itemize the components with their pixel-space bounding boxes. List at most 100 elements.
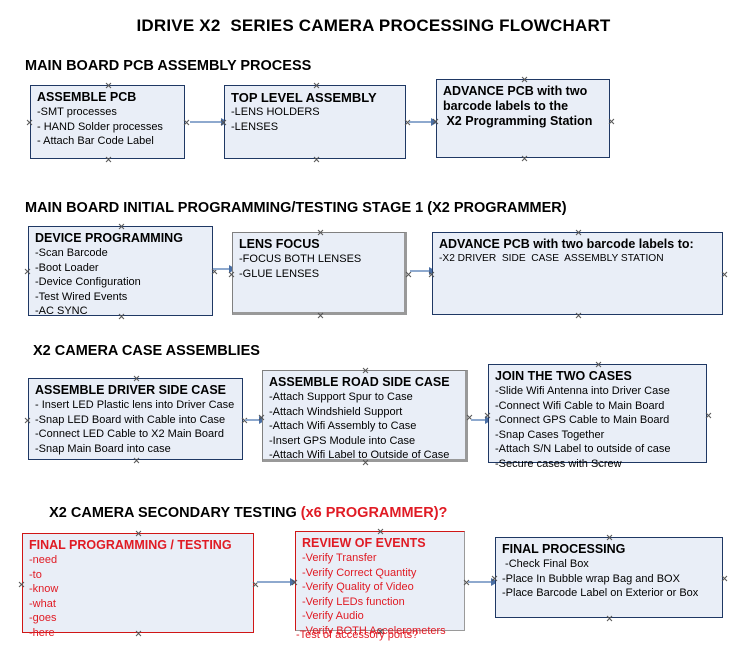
box-line: - Attach Bar Code Label — [37, 135, 154, 147]
box-line: -Snap Cases Together — [495, 428, 605, 441]
connection-handle-top[interactable] — [118, 223, 125, 230]
connection-handle-right[interactable] — [721, 271, 728, 278]
box-device-programming[interactable]: DEVICE PROGRAMMING -Scan Barcode -Boot L… — [28, 223, 213, 317]
box-line: -Test Wired Events — [35, 290, 128, 303]
connection-handle-left[interactable] — [24, 268, 31, 275]
box-advance-pcb-x2-programming-station[interactable]: ADVANCE PCB with two barcode labels to t… — [436, 79, 610, 158]
box-title: TOP LEVEL ASSEMBLY — [231, 90, 377, 105]
box-assemble-pcb[interactable]: ASSEMBLE PCB -SMT processes - HAND Solde… — [30, 85, 185, 159]
connection-handle-bottom[interactable] — [606, 615, 613, 622]
box-line: -to — [29, 568, 42, 581]
connection-handle-bottom[interactable] — [521, 155, 528, 162]
box-line: -Connect LED Cable to X2 Main Board — [35, 428, 224, 440]
section-heading-main-board-initial-programming: MAIN BOARD INITIAL PROGRAMMING/TESTING S… — [25, 200, 567, 216]
connection-handle-top[interactable] — [313, 82, 320, 89]
connection-handle-left[interactable] — [24, 417, 31, 424]
connection-handle-top[interactable] — [595, 361, 602, 368]
connection-handle-top[interactable] — [606, 534, 613, 541]
box-line: -need — [29, 554, 58, 566]
connection-handle-bottom[interactable] — [105, 156, 112, 163]
box-line: -Device Configuration — [35, 276, 141, 288]
box-line: -goes — [29, 612, 57, 624]
box-line: -FOCUS BOTH LENSES — [239, 253, 362, 265]
box-line: -here — [29, 626, 55, 639]
box-title: ADVANCE PCB with two barcode labels to: — [439, 237, 694, 251]
box-line: -Verify Transfer — [302, 552, 377, 564]
connection-handle-left[interactable] — [26, 119, 33, 126]
box-line: -Verify Correct Quantity — [302, 566, 417, 579]
section-heading-text: X2 CAMERA SECONDARY TESTING — [49, 505, 301, 521]
connection-handle-right[interactable] — [721, 575, 728, 582]
connection-handle-bottom[interactable] — [313, 156, 320, 163]
connection-handle-right[interactable] — [405, 271, 412, 278]
box-title: ASSEMBLE ROAD SIDE CASE — [269, 375, 450, 389]
box-title: DEVICE PROGRAMMING — [35, 231, 183, 245]
box-line: -Check Final Box — [502, 558, 589, 570]
box-title: ASSEMBLE DRIVER SIDE CASE — [35, 383, 227, 397]
box-line: barcode labels to the — [443, 99, 569, 113]
box-title: JOIN THE TWO CASES — [495, 369, 632, 383]
box-final-programming-testing[interactable]: FINAL PROGRAMMING / TESTING -need -to -k… — [22, 533, 254, 639]
section-heading-x2-camera-case-assemblies: X2 CAMERA CASE ASSEMBLIES — [33, 343, 260, 359]
connection-handle-top[interactable] — [575, 229, 582, 236]
connection-handle-top[interactable] — [105, 82, 112, 89]
box-title: ADVANCE PCB with two — [443, 84, 588, 98]
box-lens-focus[interactable]: LENS FOCUS -FOCUS BOTH LENSES -GLUE LENS… — [232, 232, 407, 315]
box-line: -Attach Wifi Assembly to Case — [269, 420, 417, 432]
box-line: -Slide Wifi Antenna into Driver Case — [495, 385, 670, 397]
box-final-processing[interactable]: FINAL PROCESSING -Check Final Box -Place… — [495, 537, 723, 618]
connection-handle-left[interactable] — [18, 581, 25, 588]
box-line: -Scan Barcode — [35, 247, 108, 259]
connection-handle-top[interactable] — [133, 375, 140, 382]
box-assemble-driver-side-case[interactable]: ASSEMBLE DRIVER SIDE CASE - Insert LED P… — [28, 378, 243, 460]
box-title: LENS FOCUS — [239, 237, 320, 251]
connection-handle-right[interactable] — [183, 119, 190, 126]
box-advance-pcb-driver-side-case[interactable]: ADVANCE PCB with two barcode labels to: … — [432, 232, 723, 315]
box-line: -Verify Quality of Video — [302, 581, 414, 593]
box-line: -Verify Audio — [302, 610, 364, 622]
connector-top-level-assembly-to-advance-pcb — [409, 118, 438, 126]
box-join-the-two-cases[interactable]: JOIN THE TWO CASES -Slide Wifi Antenna i… — [488, 361, 707, 470]
arrowhead-icon — [491, 578, 498, 586]
box-title: FINAL PROCESSING — [502, 542, 626, 556]
box-top-level-assembly[interactable]: TOP LEVEL ASSEMBLY -LENS HOLDERS -LENSES — [224, 85, 406, 159]
box-line: -Insert GPS Module into Case — [269, 434, 416, 447]
review-of-events-overflow-line: -Test of accessory ports? — [296, 629, 419, 641]
section-heading-main-board-pcb-assembly: MAIN BOARD PCB ASSEMBLY PROCESS — [25, 58, 312, 74]
connector-assemble-pcb-to-top-level-assembly — [190, 118, 228, 126]
box-line: X2 Programming Station — [443, 114, 593, 128]
box-line: -Place Barcode Label on Exterior or Box — [502, 587, 699, 599]
box-line: - HAND Solder processes — [37, 120, 163, 133]
box-line: -LENSES — [231, 120, 279, 133]
connection-handle-top[interactable] — [317, 229, 324, 236]
box-review-of-events[interactable]: REVIEW OF EVENTS -Verify Transfer -Verif… — [295, 531, 465, 637]
box-title: ASSEMBLE PCB — [37, 90, 137, 104]
box-line: -Connect Wifi Cable to Main Board — [495, 399, 665, 412]
box-title: FINAL PROGRAMMING / TESTING — [29, 538, 232, 552]
box-line: -Attach S/N Label to outside of case — [495, 443, 671, 455]
connection-handle-bottom[interactable] — [317, 312, 324, 319]
box-line: -GLUE LENSES — [239, 267, 320, 280]
connection-handle-right[interactable] — [705, 412, 712, 419]
box-line: -Snap LED Board with Cable into Case — [35, 413, 226, 426]
connection-handle-top[interactable] — [362, 367, 369, 374]
box-assemble-road-side-case[interactable]: ASSEMBLE ROAD SIDE CASE -Attach Support … — [262, 370, 468, 462]
box-line: -AC SYNC — [35, 305, 88, 317]
connection-handle-right[interactable] — [608, 118, 615, 125]
box-line: -Boot Loader — [35, 261, 99, 274]
box-line: -Verify BOTH Accelerometers — [302, 624, 446, 637]
box-line: -Secure cases with Screw — [495, 457, 622, 470]
page-title: IDRIVE X2 SERIES CAMERA PROCESSING FLOWC… — [136, 16, 611, 35]
arrowhead-icon — [431, 118, 438, 126]
connection-handle-bottom[interactable] — [575, 312, 582, 319]
connector-final-programming-to-review-of-events — [257, 578, 297, 586]
box-line: -what — [29, 597, 56, 610]
box-line: -Attach Wifi Label to Outside of Case — [269, 449, 450, 461]
box-line: -X2 DRIVER SIDE CASE ASSEMBLY STATION — [439, 253, 664, 264]
section-heading-x2-camera-secondary-testing: X2 CAMERA SECONDARY TESTING (x6 PROGRAMM… — [33, 489, 447, 537]
connection-handle-top[interactable] — [521, 76, 528, 83]
arrowhead-icon — [290, 578, 297, 586]
connection-handle-bottom[interactable] — [133, 457, 140, 464]
box-line: - Insert LED Plastic lens into Driver Ca… — [35, 399, 235, 411]
